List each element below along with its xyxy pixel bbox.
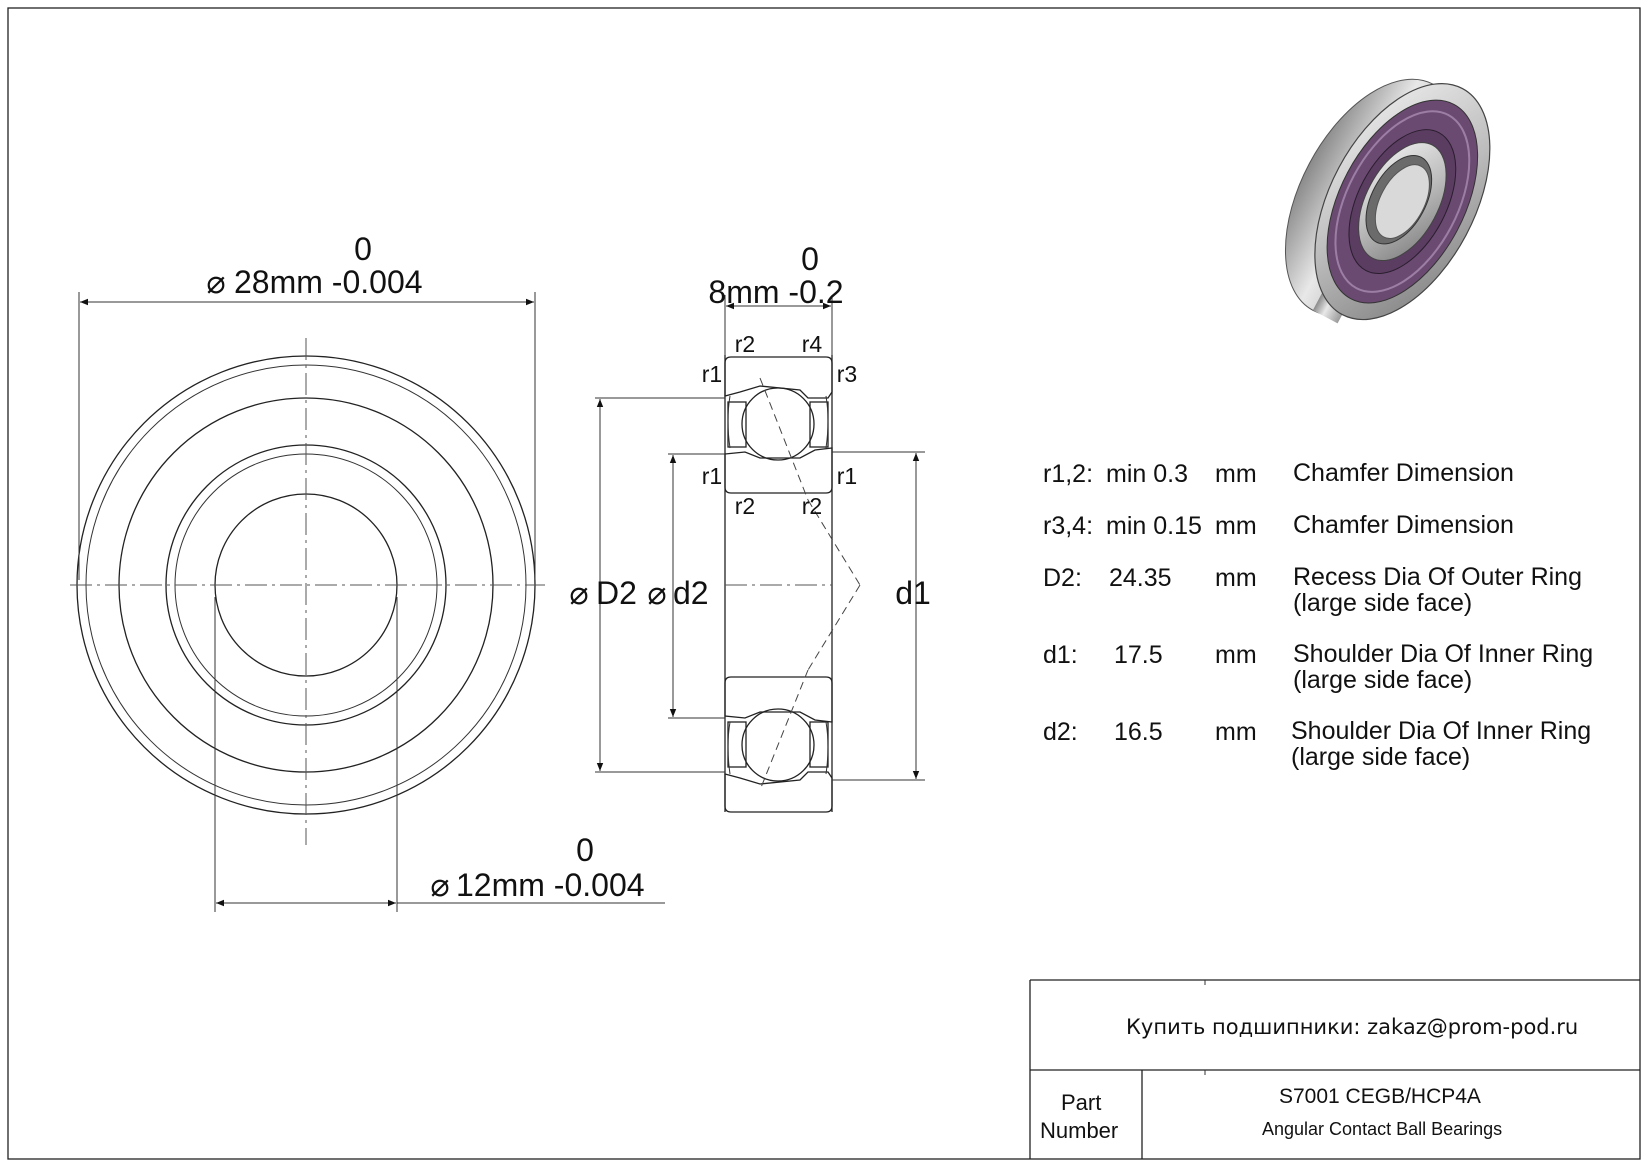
ball-top	[741, 387, 815, 461]
width-tol-upper: 0	[801, 241, 819, 277]
spec-desc-2: (large side face)	[1291, 743, 1471, 771]
D2-dia-symbol: ⌀	[569, 575, 588, 611]
spec-desc: Shoulder Dia Of Inner Ring	[1293, 640, 1594, 668]
sheet-border	[7, 7, 1641, 1160]
r2-label-top-left: r2	[735, 331, 755, 357]
inner-ring-top	[724, 447, 833, 494]
spec-label: d2:	[1043, 718, 1078, 746]
r1-label-mid-right: r1	[837, 463, 857, 489]
r1-label-mid-left: r1	[702, 463, 722, 489]
part-type: Angular Contact Ball Bearings	[1262, 1119, 1503, 1139]
outer-tol-upper: 0	[354, 231, 372, 267]
spec-unit: mm	[1215, 718, 1257, 746]
width-label: 8mm -0.2	[708, 274, 843, 310]
spec-unit: mm	[1215, 564, 1257, 592]
spec-value: 16.5	[1114, 718, 1163, 746]
part-number: S7001 CEGB/HCP4A	[1279, 1085, 1481, 1108]
spec-unit: mm	[1215, 460, 1257, 488]
spec-value: min 0.3	[1106, 460, 1188, 488]
spec-desc: Recess Dia Of Outer Ring	[1293, 563, 1582, 591]
spec-label: r1,2:	[1043, 460, 1094, 488]
spec-value: min 0.15	[1106, 512, 1202, 540]
bore-dia-label: 12mm -0.004	[456, 867, 645, 903]
spec-desc-2: (large side face)	[1293, 589, 1473, 617]
r3-label-top-right: r3	[837, 361, 857, 387]
front-view: 0 ⌀ 28mm -0.004 0 ⌀ 12mm -0.004	[70, 231, 665, 912]
contact-email: Купить подшипники: zakaz@prom-pod.ru	[1126, 1015, 1579, 1039]
r2-label-mid-left: r2	[735, 493, 755, 519]
spec-unit: mm	[1215, 512, 1257, 540]
outer-dia-symbol: ⌀	[206, 264, 225, 300]
bearing-3d-render	[1284, 78, 1491, 324]
r2-label-mid-right: r2	[802, 493, 822, 519]
spec-label: d1:	[1043, 641, 1078, 669]
section-view: 0 8mm -0.2 ⌀ D2 ⌀ d2 d1 r2 r4 r1 r3 r1 r…	[569, 241, 931, 813]
bore-dia-symbol: ⌀	[430, 867, 449, 903]
spec-label: D2:	[1043, 564, 1082, 592]
inner-ring-bottom	[724, 676, 833, 723]
outer-dia-label: 28mm -0.004	[234, 264, 423, 300]
title-block-frame	[1029, 979, 1640, 1159]
spec-value: 17.5	[1114, 641, 1163, 669]
spec-desc-2: (large side face)	[1293, 666, 1473, 694]
spec-label: r3,4:	[1043, 512, 1094, 540]
outer-ring-top	[724, 356, 833, 399]
spec-value: 24.35	[1109, 564, 1172, 592]
spec-unit: mm	[1215, 641, 1257, 669]
r1-label-top-left: r1	[702, 361, 722, 387]
part-label: Part	[1061, 1090, 1102, 1115]
d2-label: d2	[673, 575, 709, 611]
outer-ring-bottom	[724, 771, 833, 813]
r4-label-top-right: r4	[802, 331, 823, 357]
bore-tol-upper: 0	[576, 832, 594, 868]
number-label: Number	[1040, 1118, 1119, 1143]
d2-dia-symbol: ⌀	[647, 575, 666, 611]
spec-desc: Chamfer Dimension	[1293, 459, 1514, 487]
d1-label: d1	[895, 575, 931, 611]
spec-desc: Chamfer Dimension	[1293, 511, 1514, 539]
ball-bottom	[741, 708, 815, 782]
D2-label: D2	[596, 575, 637, 611]
spec-desc: Shoulder Dia Of Inner Ring	[1291, 717, 1592, 745]
